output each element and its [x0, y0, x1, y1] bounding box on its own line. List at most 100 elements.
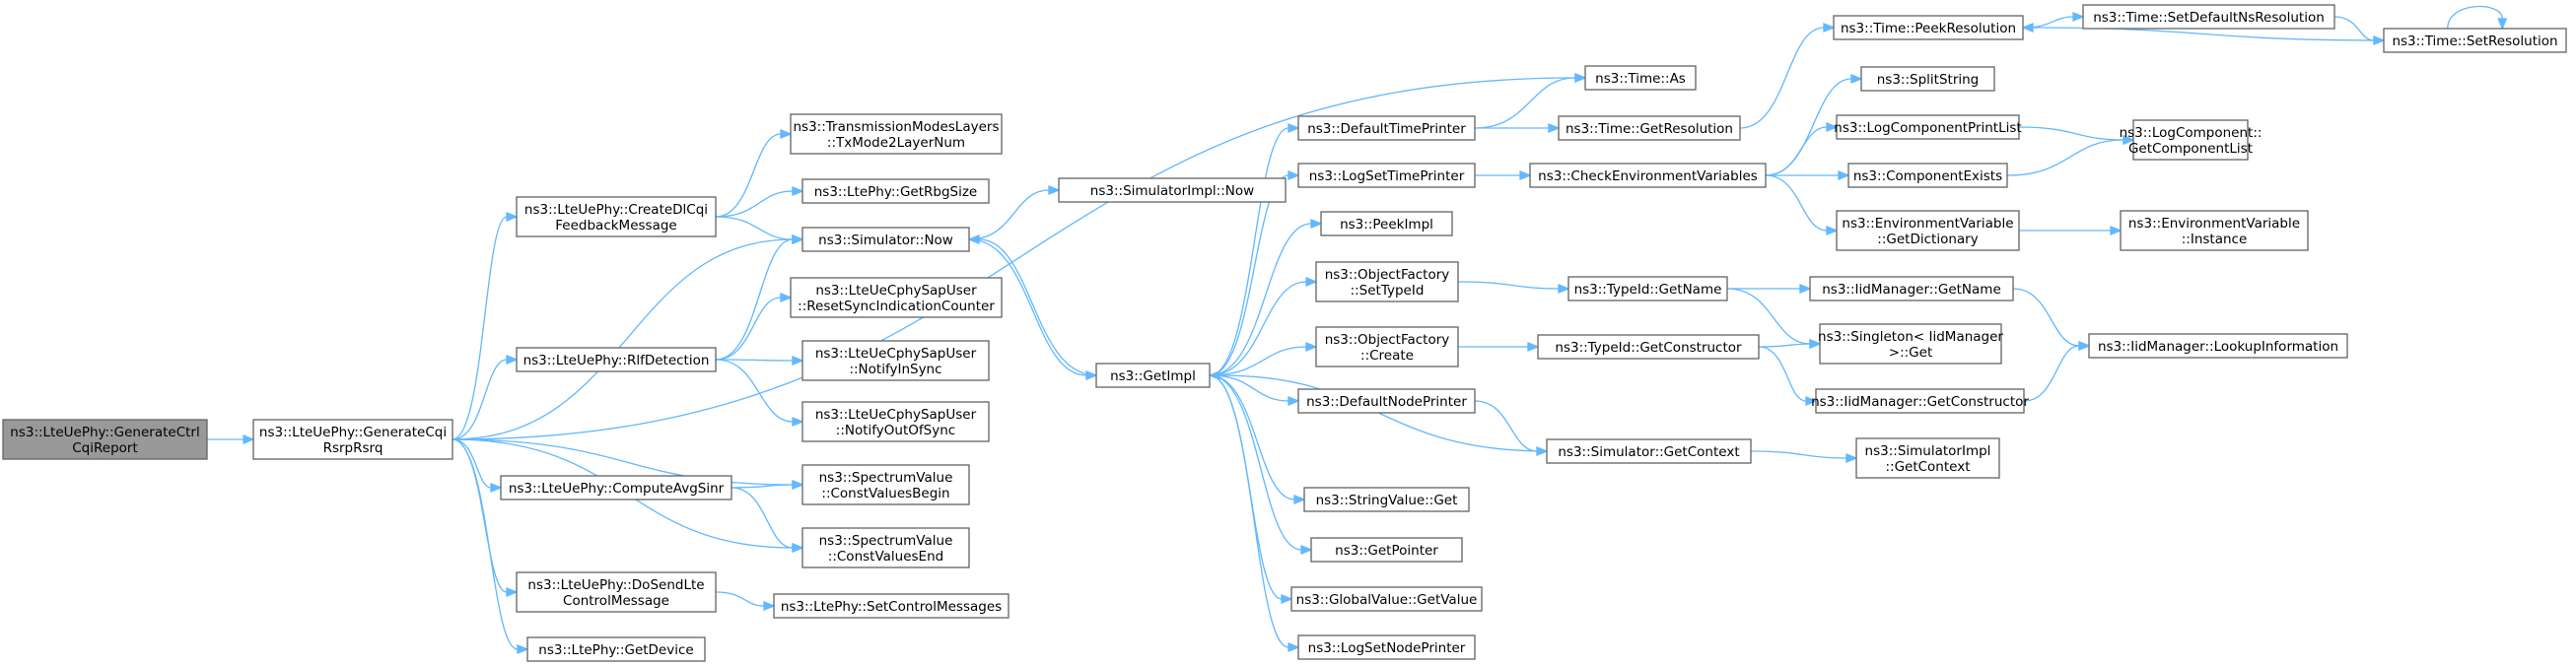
- function-node[interactable]: ns3::Time::PeekResolution: [1833, 15, 2024, 40]
- node-label: ns3::StringValue::Get: [1316, 493, 1458, 508]
- edge-line: [1209, 281, 1307, 376]
- function-node[interactable]: ns3::LogSetNodePrinter: [1297, 634, 1476, 660]
- edge-line: [452, 238, 794, 440]
- function-node[interactable]: ns3::GetImpl: [1095, 363, 1211, 388]
- edge-n1-to-n10: [452, 438, 529, 654]
- edge-line: [1474, 400, 1538, 452]
- function-node[interactable]: ns3::PeekImpl: [1320, 211, 1453, 236]
- node-box: [1819, 323, 2002, 365]
- edge-arrowhead: [1310, 219, 1323, 229]
- function-node[interactable]: ns3::LtePhy::GetRbgSize: [801, 178, 990, 204]
- edge-line: [1209, 374, 1295, 500]
- edge-n39-to-n47: [2012, 288, 2091, 351]
- function-node[interactable]: ns3::IidManager::GetName: [1809, 276, 2014, 301]
- edge-line: [1765, 126, 1828, 176]
- node-label: ns3::LogComponent::: [2120, 125, 2263, 141]
- node-box: [252, 419, 453, 460]
- function-node[interactable]: ns3::DefaultTimePrinter: [1297, 115, 1476, 141]
- edge-line: [978, 238, 1097, 376]
- edge-line: [715, 359, 794, 362]
- edge-line: [968, 238, 1087, 376]
- function-node[interactable]: ns3::LteUePhy::ComputeAvgSinr: [500, 475, 732, 500]
- function-node[interactable]: ns3::ObjectFactory::SetTypeId: [1315, 261, 1459, 302]
- edge-line: [715, 133, 782, 218]
- node-label: ::ResetSyncIndicationCounter: [798, 299, 995, 314]
- edge-line: [1474, 77, 1576, 129]
- function-node[interactable]: ns3::ComponentExists: [1847, 163, 2008, 188]
- node-label: ns3::LteUePhy::RlfDetection: [523, 353, 710, 368]
- function-node[interactable]: ns3::Simulator::Now: [801, 227, 970, 252]
- node-box: [801, 464, 970, 505]
- node-label: ns3::Time::SetResolution: [2392, 33, 2557, 49]
- function-node[interactable]: ns3::LteUeCphySapUser::NotifyOutOfSync: [801, 401, 990, 442]
- function-node[interactable]: ns3::DefaultNodePrinter: [1297, 388, 1476, 414]
- function-node[interactable]: ns3::LteUeCphySapUser::NotifyInSync: [801, 340, 990, 381]
- function-node[interactable]: ns3::SimulatorImpl::Now: [1058, 177, 1287, 203]
- function-node[interactable]: ns3::LtePhy::SetControlMessages: [773, 593, 1010, 619]
- edge-line: [1209, 374, 1289, 402]
- node-box: [1855, 437, 2000, 479]
- node-box: [1558, 115, 1741, 141]
- edge-arrowhead: [1826, 226, 1839, 235]
- edge-n5-to-n13: [715, 293, 793, 361]
- function-node[interactable]: ns3::EnvironmentVariable::Instance: [2120, 210, 2309, 251]
- function-node[interactable]: ns3::CheckEnvironmentVariables: [1529, 163, 1767, 188]
- edge-arrowhead: [1850, 74, 1863, 84]
- function-node[interactable]: ns3::Singleton< IidManager >::Get: [1818, 323, 2003, 365]
- node-box: [801, 401, 990, 442]
- function-node[interactable]: ns3::LogComponentPrintList: [1834, 114, 2022, 140]
- edge-n18-to-n28: [1209, 374, 1300, 652]
- function-node[interactable]: ns3::LteUePhy::RlfDetection: [516, 347, 717, 372]
- function-node[interactable]: ns3::LteUeCphySapUser::ResetSyncIndicati…: [790, 277, 1003, 318]
- node-label: ns3::LtePhy::SetControlMessages: [781, 599, 1002, 615]
- node-box: [1297, 634, 1476, 660]
- function-node[interactable]: ns3::GetPointer: [1310, 537, 1463, 563]
- node-box: [2, 419, 208, 460]
- function-node[interactable]: ns3::TransmissionModesLayers::TxMode2Lay…: [790, 113, 1003, 155]
- edge-n30-to-n36: [1765, 122, 1839, 176]
- node-label: ns3::GetImpl: [1110, 368, 1196, 384]
- edge-arrowhead: [2123, 135, 2135, 145]
- function-node[interactable]: ns3::Time::SetResolution: [2383, 28, 2567, 53]
- edge-arrowhead: [1288, 642, 1300, 652]
- edge-n36-to-n45: [2018, 126, 2135, 145]
- edge-arrowhead: [1281, 594, 1293, 604]
- function-node[interactable]: ns3::IidManager::GetConstructor: [1811, 388, 2029, 414]
- node-label: FeedbackMessage: [555, 218, 676, 233]
- node-box: [1297, 115, 1476, 141]
- function-node[interactable]: ns3::TypeId::GetName: [1567, 276, 1728, 301]
- node-label: ns3::LogComponentPrintList: [1834, 120, 2021, 136]
- function-node[interactable]: ns3::LogSetTimePrinter: [1297, 163, 1476, 188]
- function-node[interactable]: ns3::StringValue::Get: [1303, 487, 1470, 512]
- function-node[interactable]: ns3::Time::SetDefaultNsResolution: [2082, 4, 2335, 30]
- node-label: ::Create: [1360, 348, 1414, 364]
- node-box: [1297, 163, 1476, 188]
- node-box: [790, 113, 1003, 155]
- function-node[interactable]: ns3::TypeId::GetConstructor: [1537, 334, 1760, 360]
- function-node[interactable]: ns3::LtePhy::GetDevice: [526, 636, 706, 662]
- function-node[interactable]: ns3::SpectrumValue::ConstValuesEnd: [801, 527, 970, 568]
- edge-line: [731, 487, 794, 549]
- function-node[interactable]: ns3::GlobalValue::GetValue: [1290, 586, 1483, 612]
- function-node[interactable]: ns3::Time::GetResolution: [1558, 115, 1741, 141]
- function-node[interactable]: ns3::SpectrumValue::ConstValuesBegin: [801, 464, 970, 505]
- function-node[interactable]: ns3::SimulatorImpl::GetContext: [1855, 437, 2000, 479]
- function-node[interactable]: ns3::ObjectFactory::Create: [1315, 326, 1459, 367]
- edge-line: [1758, 343, 1811, 348]
- function-node[interactable]: ns3::SplitString: [1860, 66, 1995, 92]
- edge-n37-to-n45: [2006, 135, 2135, 176]
- node-label: ns3::LtePhy::GetRbgSize: [814, 184, 978, 200]
- function-node[interactable]: ns3::IidManager::LookupInformation: [2088, 333, 2348, 359]
- function-node[interactable]: ns3::Time::As: [1584, 65, 1697, 91]
- node-box: [1836, 210, 2020, 251]
- function-node[interactable]: ns3::LteUePhy::CreateDlCqiFeedbackMessag…: [516, 196, 717, 237]
- function-node[interactable]: ns3::EnvironmentVariable::GetDictionary: [1836, 210, 2020, 251]
- edge-arrowhead: [1208, 370, 1220, 380]
- edge-n23-to-n32: [1457, 342, 1540, 352]
- edge-line: [2032, 27, 2385, 41]
- function-node[interactable]: ns3::LogComponent::GetComponentList: [2120, 119, 2263, 161]
- function-node[interactable]: ns3::Simulator::GetContext: [1546, 438, 1752, 464]
